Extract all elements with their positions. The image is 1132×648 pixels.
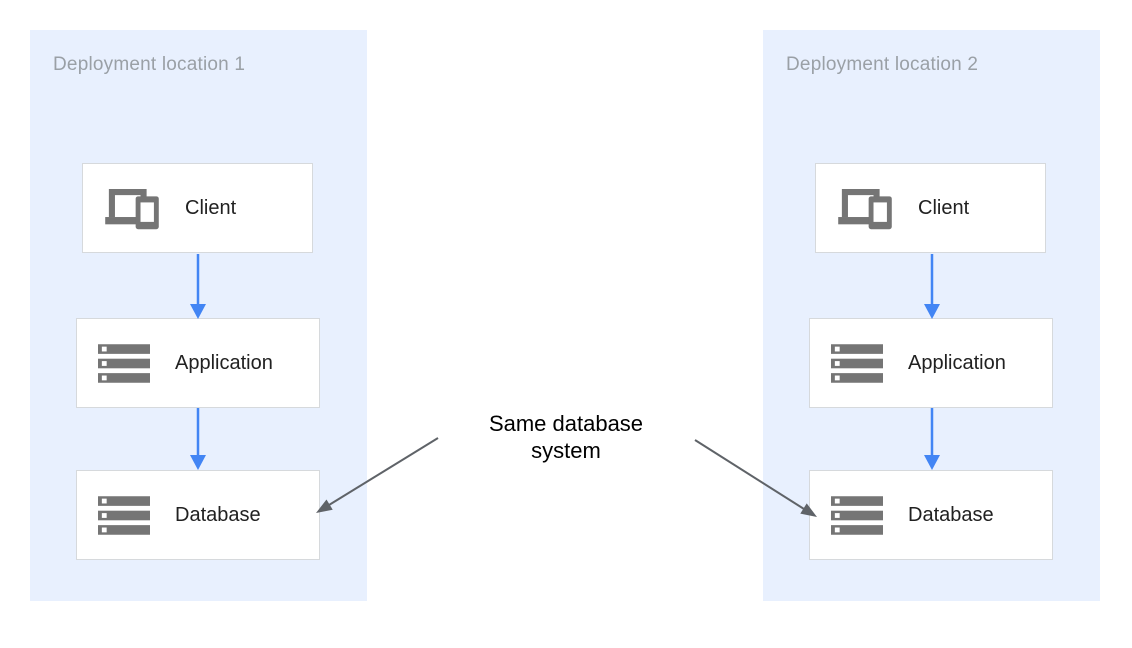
node-label: Client <box>918 196 970 219</box>
panel-title: Deployment location 1 <box>53 54 246 75</box>
node-label: Database <box>175 503 261 526</box>
node-label: Database <box>908 503 994 526</box>
node-client: Client <box>815 163 1046 253</box>
node-application: Application <box>76 318 320 408</box>
server-stack-icon <box>98 495 150 535</box>
node-database: Database <box>809 470 1053 560</box>
node-label: Client <box>185 196 237 219</box>
client-devices-icon <box>104 184 160 233</box>
node-client: Client <box>82 163 313 253</box>
server-stack-icon <box>98 343 150 383</box>
annotation-same-database-system: Same database system <box>488 411 644 463</box>
node-application: Application <box>809 318 1053 408</box>
server-stack-icon <box>831 343 883 383</box>
deployment-location-2-panel: Deployment location 2 Client A <box>763 30 1100 601</box>
panel-title: Deployment location 2 <box>786 54 979 75</box>
node-label: Application <box>175 351 273 374</box>
server-stack-icon <box>831 495 883 535</box>
deployment-location-1-panel: Deployment location 1 Client A <box>30 30 367 601</box>
node-label: Application <box>908 351 1006 374</box>
node-database: Database <box>76 470 320 560</box>
client-devices-icon <box>837 184 893 233</box>
